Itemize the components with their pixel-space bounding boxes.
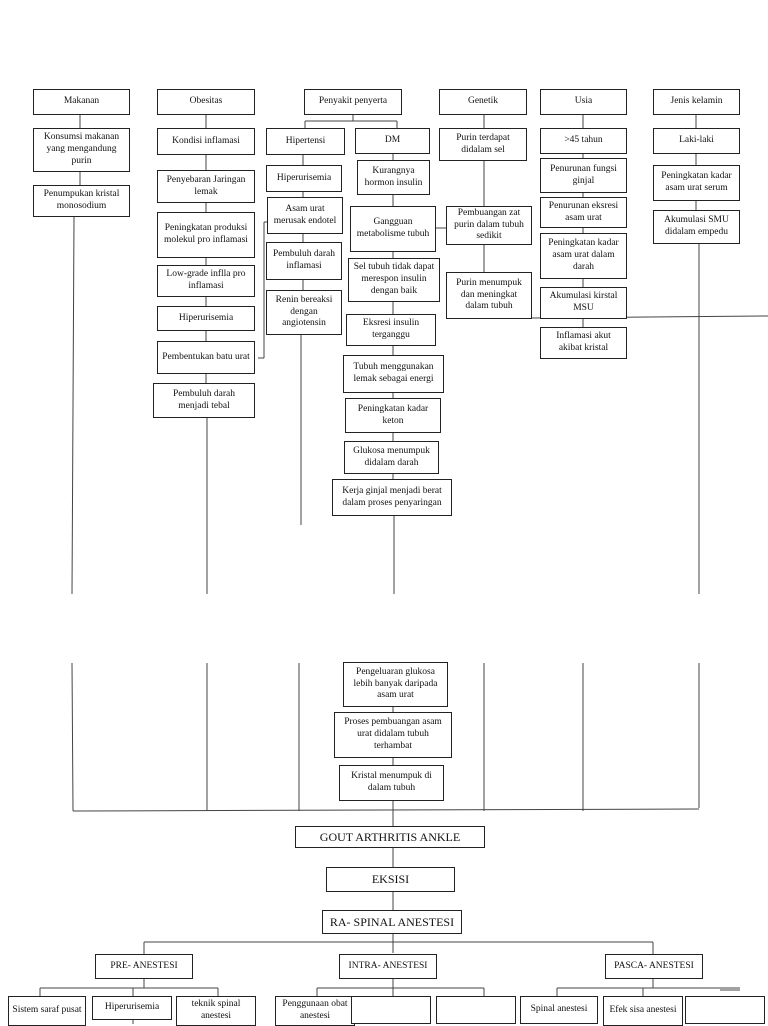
obesitas-item: Low-grade inflla pro inflamasi xyxy=(157,265,255,297)
dm-item: Tubuh menggunakan lemak sebagai energi xyxy=(343,355,444,393)
genetik-title: Genetik xyxy=(439,89,527,115)
jenis-kelamin-title: Jenis kelamin xyxy=(653,89,740,115)
intra-anestesi-item: Penggunaan obat anestesi xyxy=(275,996,355,1026)
genetik-item: Pembuangan zat purin dalam tubuh sedikit xyxy=(446,206,532,245)
obesitas-title: Obesitas xyxy=(157,89,255,115)
pasca-anestesi-item: Efek sisa anestesi xyxy=(603,996,683,1026)
usia-title: Usia xyxy=(540,89,627,115)
dm-item: Kurangnya hormon insulin xyxy=(357,160,430,195)
makanan-item: Konsumsi makanan yang mengandung purin xyxy=(33,128,130,172)
dm-item: Peningkatan kadar keton xyxy=(345,398,441,433)
hipertensi-item: Renin bereaksi dengan angiotensin xyxy=(266,290,342,335)
dm-item: Glukosa menumpuk didalam darah xyxy=(344,441,439,474)
hipertensi-item: Hiperurisemia xyxy=(266,165,342,192)
intra-anestesi-title: INTRA- ANESTESI xyxy=(339,954,437,979)
pre-anestesi-title: PRE- ANESTESI xyxy=(95,954,193,979)
jenis-kelamin-item: Peningkatan kadar asam urat serum xyxy=(653,165,740,201)
penyakit-penyerta-title: Penyakit penyerta xyxy=(304,89,402,115)
pre-anestesi-item: teknik spinal anestesi xyxy=(176,996,256,1026)
gout-arthritis-ankle-box: GOUT ARTHRITIS ANKLE xyxy=(295,826,485,848)
hipertensi-title: Hipertensi xyxy=(266,128,345,155)
dm-item: Gangguan metabolisme tubuh xyxy=(350,206,436,252)
jenis-kelamin-item: Laki-laki xyxy=(653,128,740,154)
makanan-title: Makanan xyxy=(33,89,130,115)
intra-anestesi-item xyxy=(351,996,431,1024)
usia-item: >45 tahun xyxy=(540,128,627,154)
dm-item: Eksresi insulin terganggu xyxy=(346,314,436,346)
pasca-anestesi-title: PASCA- ANESTESI xyxy=(605,954,703,979)
hipertensi-item: Asam urat merusak endotel xyxy=(267,197,343,234)
makanan-item: Penumpukan kristal monosodium xyxy=(33,185,130,217)
jenis-kelamin-item: Akumulasi SMU didalam empedu xyxy=(653,210,740,244)
ra-spinal-anestesi-box: RA- SPINAL ANESTESI xyxy=(322,910,462,934)
usia-item: Peningkatan kadar asam urat dalam darah xyxy=(540,233,627,279)
pasca-anestesi-item: Spinal anestesi xyxy=(520,996,598,1024)
usia-item: Akumulasi kirstal MSU xyxy=(540,287,627,319)
obesitas-item: Penyebaran Jaringan lemak xyxy=(157,170,255,203)
pre-anestesi-item: Sistem saraf pusat xyxy=(8,996,86,1026)
obesitas-item: Pembentukan batu urat xyxy=(157,341,255,374)
intra-anestesi-item xyxy=(436,996,516,1024)
dm-item: Kerja ginjal menjadi berat dalam proses … xyxy=(332,479,452,516)
dm-title: DM xyxy=(355,128,430,154)
pasca-anestesi-item xyxy=(685,996,765,1024)
obesitas-item: Kondisi inflamasi xyxy=(157,128,255,155)
obesitas-item: Hiperurisemia xyxy=(157,306,255,331)
genetik-item: Purin menumpuk dan meningkat dalam tubuh xyxy=(446,272,532,319)
usia-item: Penurunan eksresi asam urat xyxy=(540,197,627,228)
obesitas-item: Peningkatan produksi molekul pro inflama… xyxy=(157,212,255,258)
usia-item: Penurunan fungsi ginjal xyxy=(540,158,627,193)
genetik-item: Purin terdapat didalam sel xyxy=(439,128,527,161)
lower-item: Pengeluaran glukosa lebih banyak daripad… xyxy=(343,662,448,707)
pre-anestesi-item: Hiperurisemia xyxy=(92,996,172,1020)
usia-item: Inflamasi akut akibat kristal xyxy=(540,327,627,359)
eksisi-box: EKSISI xyxy=(326,867,455,892)
obesitas-item: Pembuluh darah menjadi tebal xyxy=(153,383,255,418)
dm-item: Sel tubuh tidak dapat merespon insulin d… xyxy=(348,258,440,302)
lower-item: Kristal menumpuk di dalam tubuh xyxy=(339,765,444,801)
lower-item: Proses pembuangan asam urat didalam tubu… xyxy=(334,712,452,758)
hipertensi-item: Pembuluh darah inflamasi xyxy=(266,242,342,280)
